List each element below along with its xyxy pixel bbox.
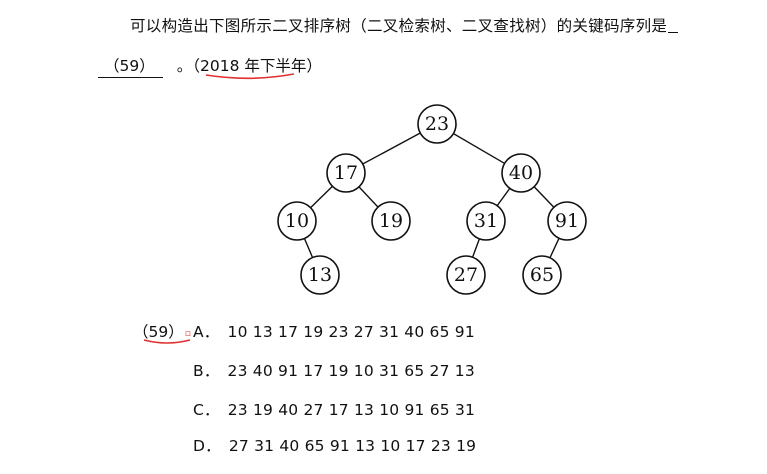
- node-right-label: 40: [509, 162, 533, 184]
- question-stem: 可以构造出下图所示二叉排序树（二叉检索树、二叉查找树）的关键码序列是: [130, 14, 679, 36]
- node-right-right-label: 91: [555, 210, 579, 232]
- option-a-letter: A．: [193, 323, 220, 341]
- option-b-text: 23 40 91 17 19 10 31 65 27 13: [227, 362, 475, 380]
- node-left-right-label: 19: [379, 210, 403, 232]
- period: 。: [176, 57, 193, 75]
- node-left-left: [277, 201, 317, 241]
- option-c-text: 23 19 40 27 17 13 10 91 65 31: [227, 401, 476, 419]
- option-c-letter: C．: [193, 401, 220, 419]
- node-right-left-left-label: 27: [454, 264, 478, 286]
- node-left-left-right: [300, 255, 340, 295]
- option-b[interactable]: B． 23 40 91 17 19 10 31 65 27 13: [193, 359, 475, 381]
- answer-block-label-text: （59）: [133, 323, 184, 341]
- node-root: [417, 104, 457, 144]
- option-d-text: 27 31 40 65 91 13 10 17 23 19: [228, 437, 477, 455]
- node-right-right: [547, 201, 587, 241]
- node-right-right-left-label: 65: [530, 264, 554, 286]
- source-year-text: 2018 年下半年: [200, 57, 307, 75]
- answer-label-red-mark: [143, 339, 191, 344]
- tree-edges: [296, 123, 568, 276]
- node-right-left-label: 31: [474, 210, 498, 232]
- node-left-label: 17: [334, 162, 358, 184]
- stem-blank-underline: [668, 18, 679, 33]
- answer-blank: （59）: [98, 54, 163, 78]
- option-a-text: 10 13 17 19 23 27 31 40 65 91: [227, 323, 475, 341]
- answer-block-label: （59）▫: [133, 320, 191, 342]
- node-right-left-left: [446, 255, 486, 295]
- source-close: ）: [306, 57, 322, 75]
- red-underline-mark: [205, 73, 295, 80]
- source-year: 2018 年下半年: [200, 54, 307, 80]
- question-stem-text: 可以构造出下图所示二叉排序树（二叉检索树、二叉查找树）的关键码序列是: [130, 17, 668, 35]
- source-open: （: [192, 57, 201, 75]
- question-blank-line: （59） 。（2018 年下半年）: [98, 54, 322, 80]
- node-right-left: [466, 201, 506, 241]
- node-right-right-left: [522, 255, 562, 295]
- option-d-letter: D．: [193, 437, 221, 455]
- binary-search-tree: 23 17 40 10 19 31 91 13 27 65: [277, 104, 587, 295]
- node-right: [501, 153, 541, 193]
- node-left-right: [371, 201, 411, 241]
- node-left: [326, 153, 366, 193]
- red-dot-mark: ▫: [184, 329, 191, 339]
- option-d[interactable]: D． 27 31 40 65 91 13 10 17 23 19: [193, 434, 476, 456]
- option-b-letter: B．: [193, 362, 220, 380]
- node-root-label: 23: [425, 113, 449, 135]
- option-c[interactable]: C． 23 19 40 27 17 13 10 91 65 31: [193, 398, 475, 420]
- node-left-left-label: 10: [285, 210, 309, 232]
- node-left-left-right-label: 13: [308, 264, 332, 286]
- option-a[interactable]: A． 10 13 17 19 23 27 31 40 65 91: [193, 320, 475, 342]
